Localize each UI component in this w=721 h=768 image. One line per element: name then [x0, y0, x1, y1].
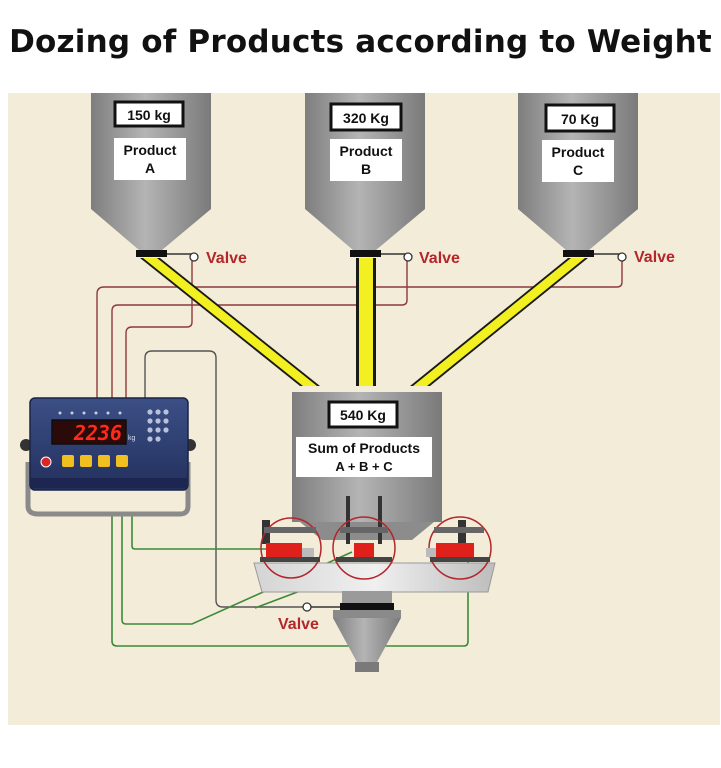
hopper-c-weight-box: 70 Kg [544, 103, 616, 133]
hopper-c-product-letter: C [573, 162, 583, 178]
indicator-display-reading: 2236 [73, 421, 122, 445]
hopper-b: 320 Kg Product B Valve [305, 93, 460, 267]
hopper-b-product-label: Product [340, 143, 393, 159]
page-title: Dozing of Products according to Weight [9, 24, 712, 60]
hopper-a-product-box: Product A [114, 138, 186, 180]
valve-a-gate [136, 250, 167, 257]
indicator-key-4 [116, 455, 128, 467]
indicator-unit: kg [128, 435, 136, 442]
hopper-a-weight: 150 kg [127, 107, 171, 123]
chute-b [356, 258, 376, 386]
discharge-outlet: Valve [278, 591, 401, 672]
indicator-dot-pattern [147, 409, 169, 442]
discharge-valve-joint [302, 602, 312, 612]
chute-c [410, 258, 588, 386]
mixer-sum-formula: A + B + C [335, 459, 393, 474]
indicator-key-3 [98, 455, 110, 467]
indicator-display-window [51, 419, 127, 445]
mixing-hopper: 540 Kg Sum of Products A + B + C [262, 392, 466, 544]
hopper-c-product-box: Product C [542, 140, 614, 182]
hopper-c-weight: 70 Kg [561, 111, 599, 127]
chutes [140, 258, 588, 386]
load-cell-middle [332, 516, 396, 580]
mixer-weight: 540 Kg [340, 407, 386, 423]
mixer-sum-label: Sum of Products [308, 440, 420, 456]
chute-a [140, 258, 320, 386]
hopper-c-product-label: Product [552, 144, 605, 160]
mixer-weight-box: 540 Kg [327, 400, 399, 429]
hopper-a-weight-box: 150 kg [113, 100, 185, 128]
valve-a-joint [189, 252, 199, 262]
valve-c-label: Valve [634, 249, 675, 266]
valve-a-label: Valve [206, 250, 247, 267]
hopper-c: 70 Kg Product C Valve [518, 93, 675, 266]
hopper-b-weight-box: 320 Kg [329, 102, 403, 132]
indicator-power-key [40, 456, 52, 468]
discharge-valve-label: Valve [278, 616, 319, 633]
discharge-valve-gate [340, 603, 394, 610]
hopper-b-weight: 320 Kg [343, 110, 389, 126]
load-cell-left [260, 517, 322, 579]
indicator-key-1 [62, 455, 74, 467]
hopper-a-product-label: Product [124, 142, 177, 158]
load-cell-right [426, 516, 492, 580]
weighing-indicator: 2236 kg [20, 397, 196, 517]
valve-c-gate [563, 250, 594, 257]
hopper-b-product-letter: B [361, 161, 371, 177]
valve-b-gate [350, 250, 381, 257]
valve-b-joint [403, 252, 413, 262]
valve-c-joint [617, 252, 627, 262]
hopper-a: 150 kg Product A Valve [91, 93, 247, 267]
indicator-key-2 [80, 455, 92, 467]
hopper-a-product-letter: A [145, 160, 155, 176]
valve-b-label: Valve [419, 250, 460, 267]
mixer-sum-box: Sum of Products A + B + C [296, 437, 432, 477]
load-cells [260, 516, 492, 580]
hopper-b-product-box: Product B [330, 139, 402, 181]
